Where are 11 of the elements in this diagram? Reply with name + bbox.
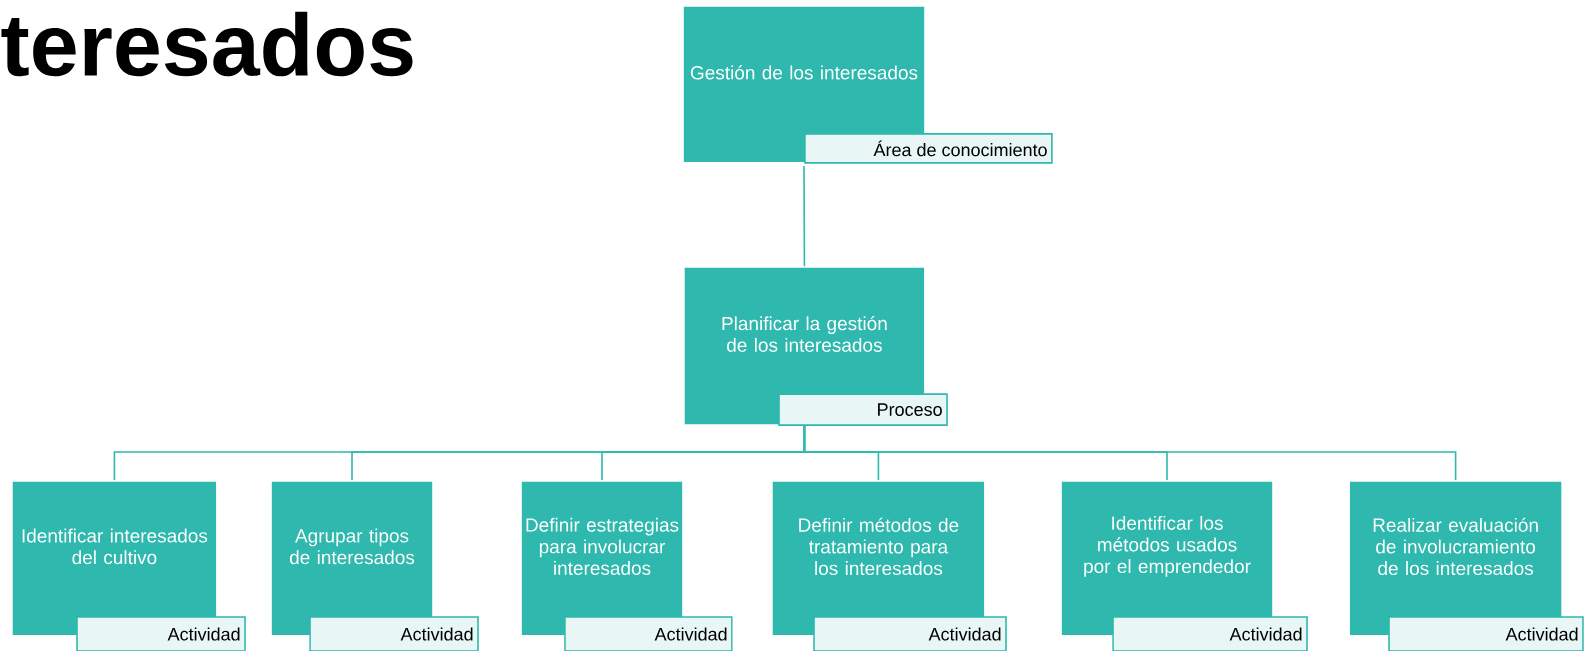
type-tag: Actividad (1112, 616, 1308, 651)
type-tag: Proceso (778, 393, 948, 426)
type-tag: Actividad (309, 616, 479, 651)
type-tag: Actividad (1388, 616, 1584, 651)
connector-line (803, 165, 806, 267)
title: teresados (1, 11, 413, 77)
type-tag: Actividad (564, 616, 733, 651)
type-tag: Actividad (813, 616, 1007, 651)
connector-line (803, 425, 1457, 481)
type-tag: Actividad (76, 616, 246, 651)
type-tag: Área de conocimiento (804, 133, 1053, 164)
